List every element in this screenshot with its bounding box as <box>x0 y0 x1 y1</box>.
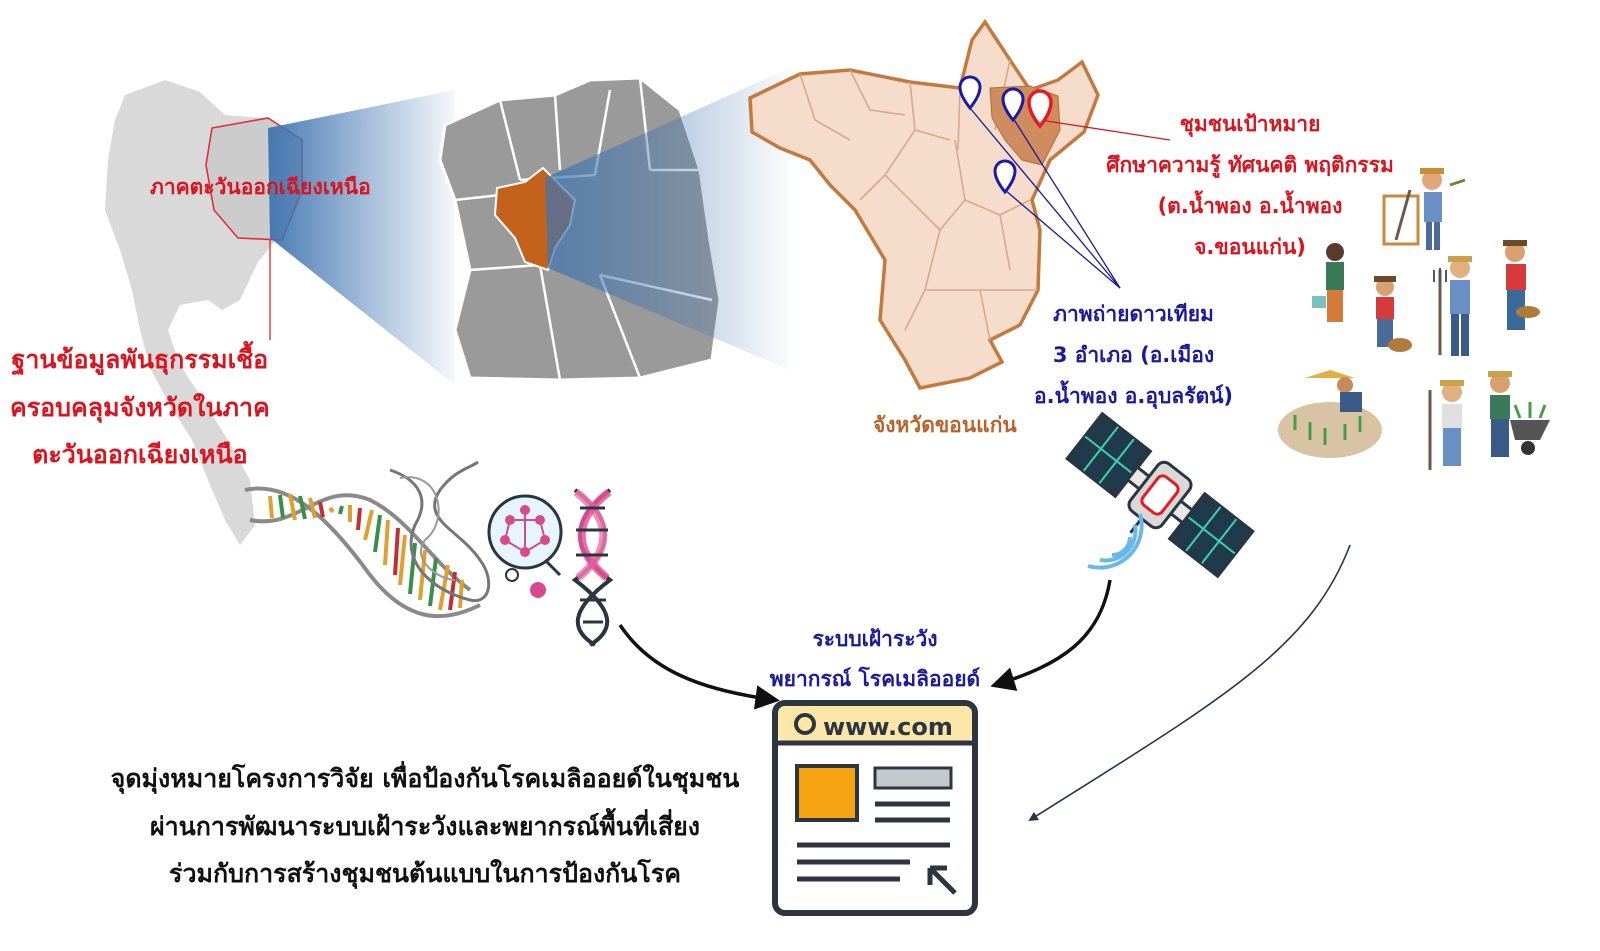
genetic-db-line-1: ฐานข้อมูลพันธุกรรมเชื้อ <box>11 345 269 374</box>
arrow-dna-to-system <box>618 624 780 710</box>
goal-line-1: จุดมุ่งหมายโครงการวิจัย เพื่อป้องกันโรคเ… <box>110 764 740 793</box>
target-line-3: (ต.น้ำพอง อ.น้ำพอง <box>1157 193 1343 218</box>
surveillance-system-label: ระบบเฝ้าระวัง พยากรณ์ โรคเมลิออยด์ <box>735 620 1015 700</box>
website-url: www.com <box>823 713 953 741</box>
system-line-1: ระบบเฝ้าระวัง <box>812 627 938 651</box>
satellite-line-2: 3 อำเภอ (อ.เมือง <box>1052 342 1215 367</box>
arrow-satellite-to-system <box>990 579 1112 691</box>
zoom-beam-1 <box>268 90 455 385</box>
research-goal-text: จุดมุ่งหมายโครงการวิจัย เพื่อป้องกันโรคเ… <box>60 755 790 898</box>
genetic-db-line-2: ครอบคลุมจังหวัดในภาค <box>10 392 270 422</box>
goal-line-2: ผ่านการพัฒนาระบบเฝ้าระวังและพยากรณ์พื้นท… <box>150 811 700 841</box>
target-line-4: จ.ขอนแก่น) <box>1194 234 1306 259</box>
target-line-2: ศึกษาความรู้ ทัศนคติ พฤติกรรม <box>1106 152 1394 177</box>
target-line-1: ชุมชนเป้าหมาย <box>1179 112 1321 136</box>
target-community-label: ชุมชนเป้าหมาย ศึกษาความรู้ ทัศนคติ พฤติก… <box>1060 104 1440 268</box>
zoom-beam-2 <box>545 68 790 370</box>
genetic-database-label: ฐานข้อมูลพันธุกรรมเชื้อ ครอบคลุมจังหวัดใ… <box>10 336 270 479</box>
satellite-line-1: ภาพถ่ายดาวเทียม <box>1053 302 1214 326</box>
dna-helix-icon <box>244 460 491 619</box>
genetic-db-line-3: ตะวันออกเฉียงเหนือ <box>32 440 248 469</box>
satellite-label: ภาพถ่ายดาวเทียม 3 อำเภอ (อ.เมือง อ.น้ำพอ… <box>1034 294 1233 417</box>
northeast-region-label: ภาคตะวันออกเฉียงเหนือ <box>150 175 371 199</box>
khon-kaen-label: จังหวัดขอนแก่น <box>873 413 1017 437</box>
system-line-2: พยากรณ์ โรคเมลิออยด์ <box>769 666 981 691</box>
molecule-icon <box>487 488 614 647</box>
satellite-line-3: อ.น้ำพอง อ.อุบลรัตน์) <box>1034 383 1234 408</box>
satellite-icon <box>1065 411 1255 579</box>
goal-line-3: ร่วมกับการสร้างชุมชนต้นแบบในการป้องกันโร… <box>169 859 681 888</box>
website-icon <box>772 700 978 916</box>
farmer-icon <box>1278 168 1550 470</box>
location-pin-icon <box>958 75 1053 195</box>
arrow-community-to-system <box>1028 544 1351 822</box>
signal-waves-icon <box>1087 513 1144 570</box>
